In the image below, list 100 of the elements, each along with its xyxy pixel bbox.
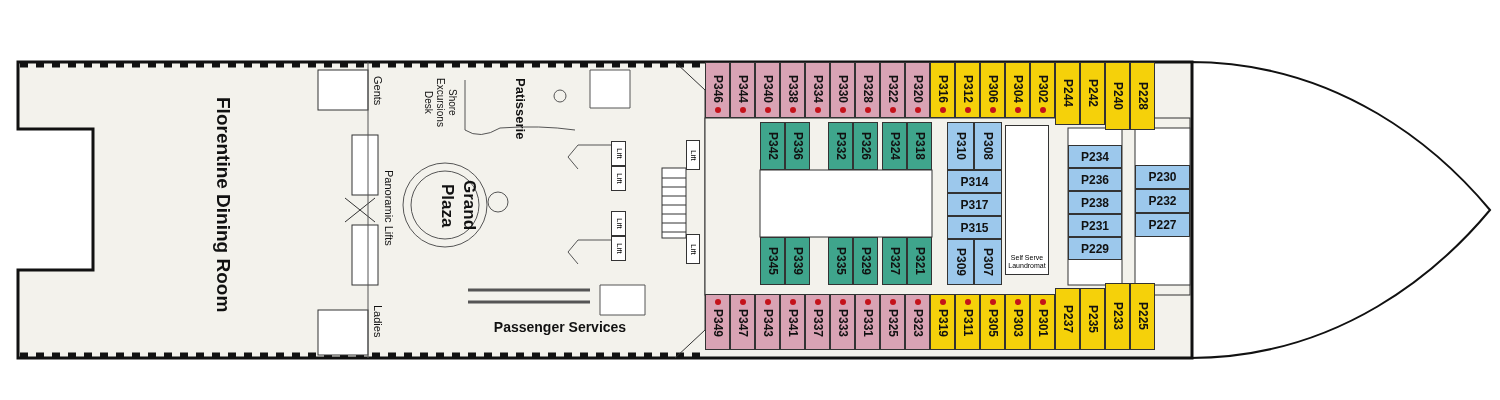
room-label: Ladies — [371, 303, 386, 340]
cabin-number: P341 — [786, 309, 799, 338]
cabin-box — [1055, 288, 1080, 350]
cabin-box — [1068, 145, 1122, 168]
cabin-box — [905, 62, 930, 118]
cabin-box — [1068, 168, 1122, 191]
cabin-number: P346 — [711, 74, 724, 103]
cabin-box — [955, 62, 980, 118]
cabin-number: P238 — [1081, 196, 1109, 209]
lift-box — [611, 166, 626, 191]
cabin-number: P340 — [761, 74, 774, 103]
cabin-number: P316 — [936, 74, 949, 103]
cabin-box — [705, 294, 730, 350]
cabin-number: P307 — [982, 248, 994, 276]
cabin-number: P343 — [761, 309, 774, 338]
cabin-number: P349 — [711, 309, 724, 338]
cabin-box — [830, 294, 855, 350]
cabin-box — [947, 193, 1002, 216]
cabin-number: P228 — [1136, 82, 1149, 110]
cabin-box — [880, 62, 905, 118]
cabin-box — [1005, 62, 1030, 118]
cabin-box — [1135, 165, 1190, 189]
cabin-number: P240 — [1111, 82, 1124, 110]
cabin-number: P333 — [836, 309, 849, 338]
cabin-number: P337 — [811, 309, 824, 338]
cabin-box — [882, 122, 907, 170]
cabin-number: P347 — [736, 309, 749, 338]
cabin-box — [780, 294, 805, 350]
room-label: Passenger Services — [492, 317, 628, 337]
cabin-number: P232 — [1148, 195, 1177, 207]
room-label: Panoramic Lifts — [382, 168, 397, 248]
cabin-box — [980, 294, 1005, 350]
cabin-number: P323 — [911, 309, 924, 338]
cabin-box — [705, 62, 730, 118]
cabin-box — [907, 237, 932, 285]
cabin-box — [974, 239, 1002, 285]
cabin-box — [1080, 288, 1105, 350]
cabin-box — [780, 62, 805, 118]
cabin-number: P237 — [1061, 305, 1074, 333]
cabin-box — [947, 170, 1002, 193]
lift-label: Lift — [614, 173, 623, 184]
room-label: Shore Excursions Desk — [422, 76, 459, 129]
cabin-box — [755, 62, 780, 118]
cabin-number: P325 — [886, 309, 899, 338]
cabin-number: P331 — [861, 309, 874, 338]
cabin-number: P338 — [786, 74, 799, 103]
cabin-number: P345 — [766, 247, 779, 275]
cabin-box — [930, 62, 955, 118]
cabin-box — [974, 122, 1002, 170]
room-label: Florentine Dining Room — [212, 96, 236, 315]
cabin-box — [785, 122, 810, 170]
cabin-box — [882, 237, 907, 285]
cabin-box — [1135, 189, 1190, 213]
cabin-number: P339 — [791, 247, 804, 275]
laundromat-room — [1005, 125, 1049, 275]
cabin-box — [785, 237, 810, 285]
cabin-number: P334 — [811, 74, 824, 103]
cabin-box — [805, 294, 830, 350]
lift-label: Lift — [689, 243, 697, 255]
cabin-number: P332 — [834, 132, 847, 160]
cabin-number: P327 — [888, 247, 901, 275]
lift-label: Lift — [614, 148, 623, 159]
lift-box — [611, 141, 626, 166]
cabin-box — [855, 62, 880, 118]
lift-box — [686, 140, 700, 170]
cabin-box — [805, 62, 830, 118]
cabin-box — [730, 294, 755, 350]
cabin-box — [1030, 294, 1055, 350]
cabin-number: P236 — [1081, 173, 1109, 186]
lift-label: Lift — [689, 149, 697, 161]
cabin-number: P322 — [886, 74, 899, 103]
cabin-number: P306 — [986, 74, 999, 103]
cabin-box — [1068, 237, 1122, 260]
lift-box — [686, 234, 700, 264]
cabin-box — [855, 294, 880, 350]
cabin-number: P335 — [834, 247, 847, 275]
lift-box — [611, 211, 626, 236]
cabin-number: P312 — [961, 74, 974, 103]
cabin-number: P229 — [1081, 242, 1109, 255]
cabin-number: P304 — [1011, 74, 1024, 103]
cabin-box — [755, 294, 780, 350]
cabin-number: P244 — [1061, 79, 1074, 108]
cabin-number: P301 — [1036, 309, 1049, 338]
cabin-number: P328 — [861, 74, 874, 103]
cabin-number: P330 — [836, 74, 849, 103]
cabin-box — [1105, 283, 1130, 350]
cabin-number: P242 — [1086, 79, 1099, 108]
cabin-box — [1068, 214, 1122, 237]
cabin-box — [1068, 191, 1122, 214]
cabin-number: P305 — [986, 309, 999, 338]
room-label: Gents — [371, 74, 386, 108]
cabin-box — [828, 122, 853, 170]
cabin-box — [828, 237, 853, 285]
cabin-number: P318 — [913, 132, 926, 160]
cabin-number: P314 — [960, 175, 989, 188]
cabin-box — [1135, 213, 1190, 237]
cabin-box — [853, 237, 878, 285]
cabin-number: P234 — [1081, 150, 1109, 163]
cabin-box — [907, 122, 932, 170]
cabin-number: P344 — [736, 74, 749, 103]
